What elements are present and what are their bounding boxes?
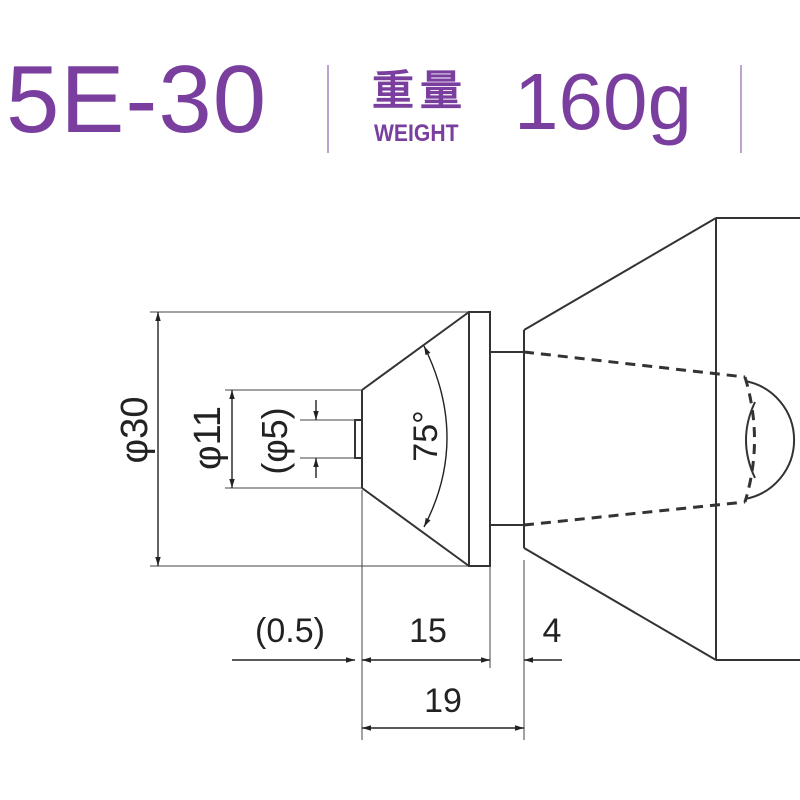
- weight-label-jp: 重量: [372, 66, 469, 115]
- collar-length-label: 4: [543, 612, 562, 650]
- outer-diameter-label: φ30: [114, 397, 156, 464]
- weight-value: 160g: [514, 57, 692, 146]
- header-separator: [327, 65, 329, 153]
- cone-length-label: 15: [409, 612, 447, 650]
- angle-dimension: 75°: [407, 345, 448, 528]
- ball-seat: [744, 380, 796, 500]
- hole-diameter-dimension: (φ5): [254, 400, 355, 478]
- hole-diameter-label: (φ5): [254, 407, 295, 474]
- holder-body: [490, 217, 800, 661]
- header-separator: [740, 65, 742, 153]
- tip-diameter-label: φ11: [187, 406, 229, 470]
- angle-label: 75°: [407, 410, 445, 461]
- weight-label-en: WEIGHT: [374, 120, 459, 147]
- protrusion-label: (0.5): [255, 612, 325, 650]
- center-tip: [354, 311, 491, 567]
- length-dimensions: (0.5) 15 4 19: [232, 490, 562, 740]
- header: 5E-30 重量 WEIGHT 160g: [0, 0, 800, 175]
- total-length-label: 19: [424, 682, 462, 720]
- model-number: 5E-30: [6, 46, 268, 153]
- tip-diameter-dimension: φ11: [187, 389, 362, 489]
- hidden-lines: [523, 350, 756, 527]
- outer-diameter-dimension: φ30: [114, 311, 469, 567]
